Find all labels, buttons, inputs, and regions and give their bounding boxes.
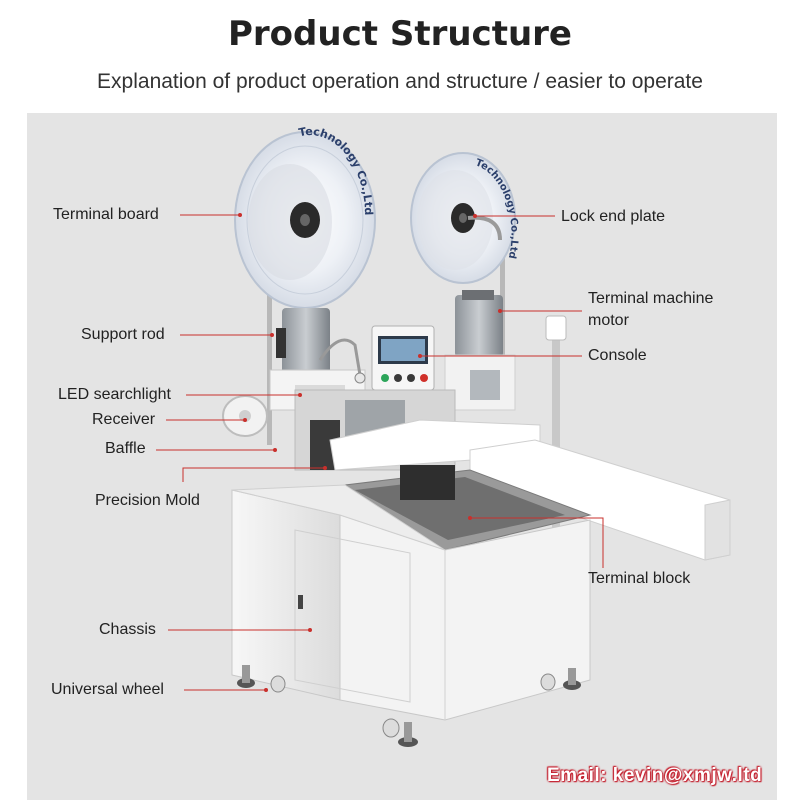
label-terminal-machine-motor-line1: Terminal machine [588, 290, 714, 307]
receiver-reel [222, 395, 268, 437]
label-support-rod: Support rod [81, 326, 165, 343]
lock-end-plate-reel: Technology Co.,Ltd [410, 152, 520, 284]
chassis-body [231, 484, 591, 721]
terminal-machine-motor [444, 290, 516, 411]
page-subtitle: Explanation of product operation and str… [97, 70, 703, 93]
led-arm [318, 338, 362, 376]
label-terminal-board: Terminal board [53, 206, 159, 223]
terminal-board-reel: Technology Co.,Ltd [234, 125, 376, 309]
label-console: Console [588, 347, 647, 364]
universal-wheels [237, 665, 581, 747]
page-title: Product Structure [228, 14, 572, 54]
label-baffle: Baffle [105, 440, 146, 457]
label-receiver: Receiver [92, 411, 156, 428]
pole-cap [545, 315, 567, 341]
label-lock-end-plate: Lock end plate [561, 208, 666, 225]
console-panel [371, 325, 435, 391]
leader-lines [156, 214, 604, 691]
label-terminal-block: Terminal block [588, 570, 691, 587]
email-watermark: Email: kevin@xmjw.ltd [547, 765, 763, 786]
support-rod-left [267, 285, 272, 445]
leader-endpoints [238, 213, 502, 692]
label-chassis: Chassis [99, 621, 156, 638]
label-terminal-machine-motor-line2: motor [588, 312, 629, 329]
label-led-searchlight: LED searchlight [58, 386, 171, 403]
label-precision-mold: Precision Mold [95, 492, 200, 509]
label-universal-wheel: Universal wheel [51, 681, 164, 698]
